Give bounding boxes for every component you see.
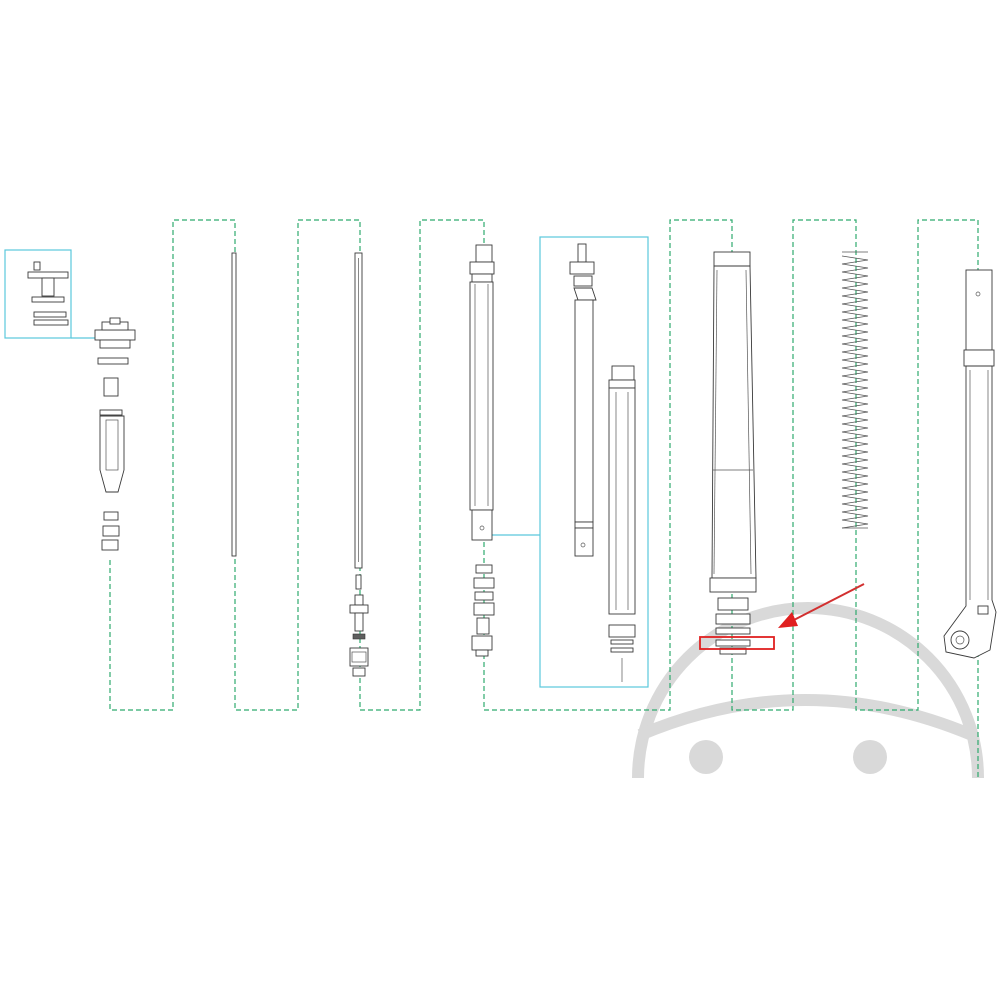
watermark-dot-right xyxy=(853,740,887,774)
logo-watermark xyxy=(632,602,984,779)
inner-cartridge-detail xyxy=(569,243,636,682)
damper-rod-with-valve xyxy=(349,252,369,677)
top-cap-assembly xyxy=(94,317,136,551)
assembly-guide-line xyxy=(109,219,979,778)
watermark-band xyxy=(637,694,975,741)
fork-outer-leg xyxy=(943,269,997,659)
detail-callout-box-cap xyxy=(4,249,72,339)
fork-inner-tube xyxy=(709,251,757,655)
detail-callout-box-cartridge xyxy=(539,236,649,688)
watermark-arc xyxy=(632,602,984,779)
damper-rod-thin xyxy=(231,252,237,557)
watermark-dot-left xyxy=(689,740,723,774)
detail-cap-parts xyxy=(27,261,69,326)
arrow-left-down-icon xyxy=(778,583,865,628)
fork-spring xyxy=(841,251,869,529)
damper-cartridge-tube xyxy=(469,244,495,657)
highlight-box xyxy=(699,636,775,650)
